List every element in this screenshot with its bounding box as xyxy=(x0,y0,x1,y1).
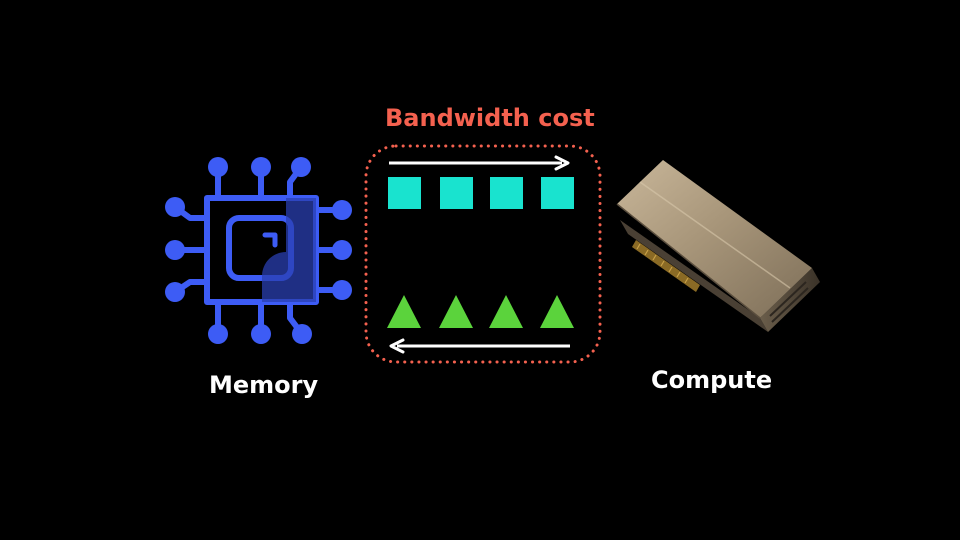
result-block-triangle xyxy=(540,295,574,328)
data-block-square xyxy=(440,177,473,209)
bandwidth-box xyxy=(364,144,602,364)
left-arrow-icon xyxy=(389,338,570,354)
data-block-square xyxy=(541,177,574,209)
memory-label: Memory xyxy=(209,371,319,399)
gpu-card-icon xyxy=(616,160,820,332)
data-block-square xyxy=(490,177,523,209)
memory-chip-icon xyxy=(165,157,352,344)
bandwidth-cost-title: Bandwidth cost xyxy=(385,104,595,132)
data-blocks xyxy=(388,177,574,209)
data-block-square xyxy=(388,177,421,209)
result-blocks xyxy=(387,295,574,328)
result-block-triangle xyxy=(439,295,473,328)
result-block-triangle xyxy=(387,295,421,328)
right-arrow-icon xyxy=(389,155,570,171)
compute-label: Compute xyxy=(651,366,773,394)
result-block-triangle xyxy=(489,295,523,328)
